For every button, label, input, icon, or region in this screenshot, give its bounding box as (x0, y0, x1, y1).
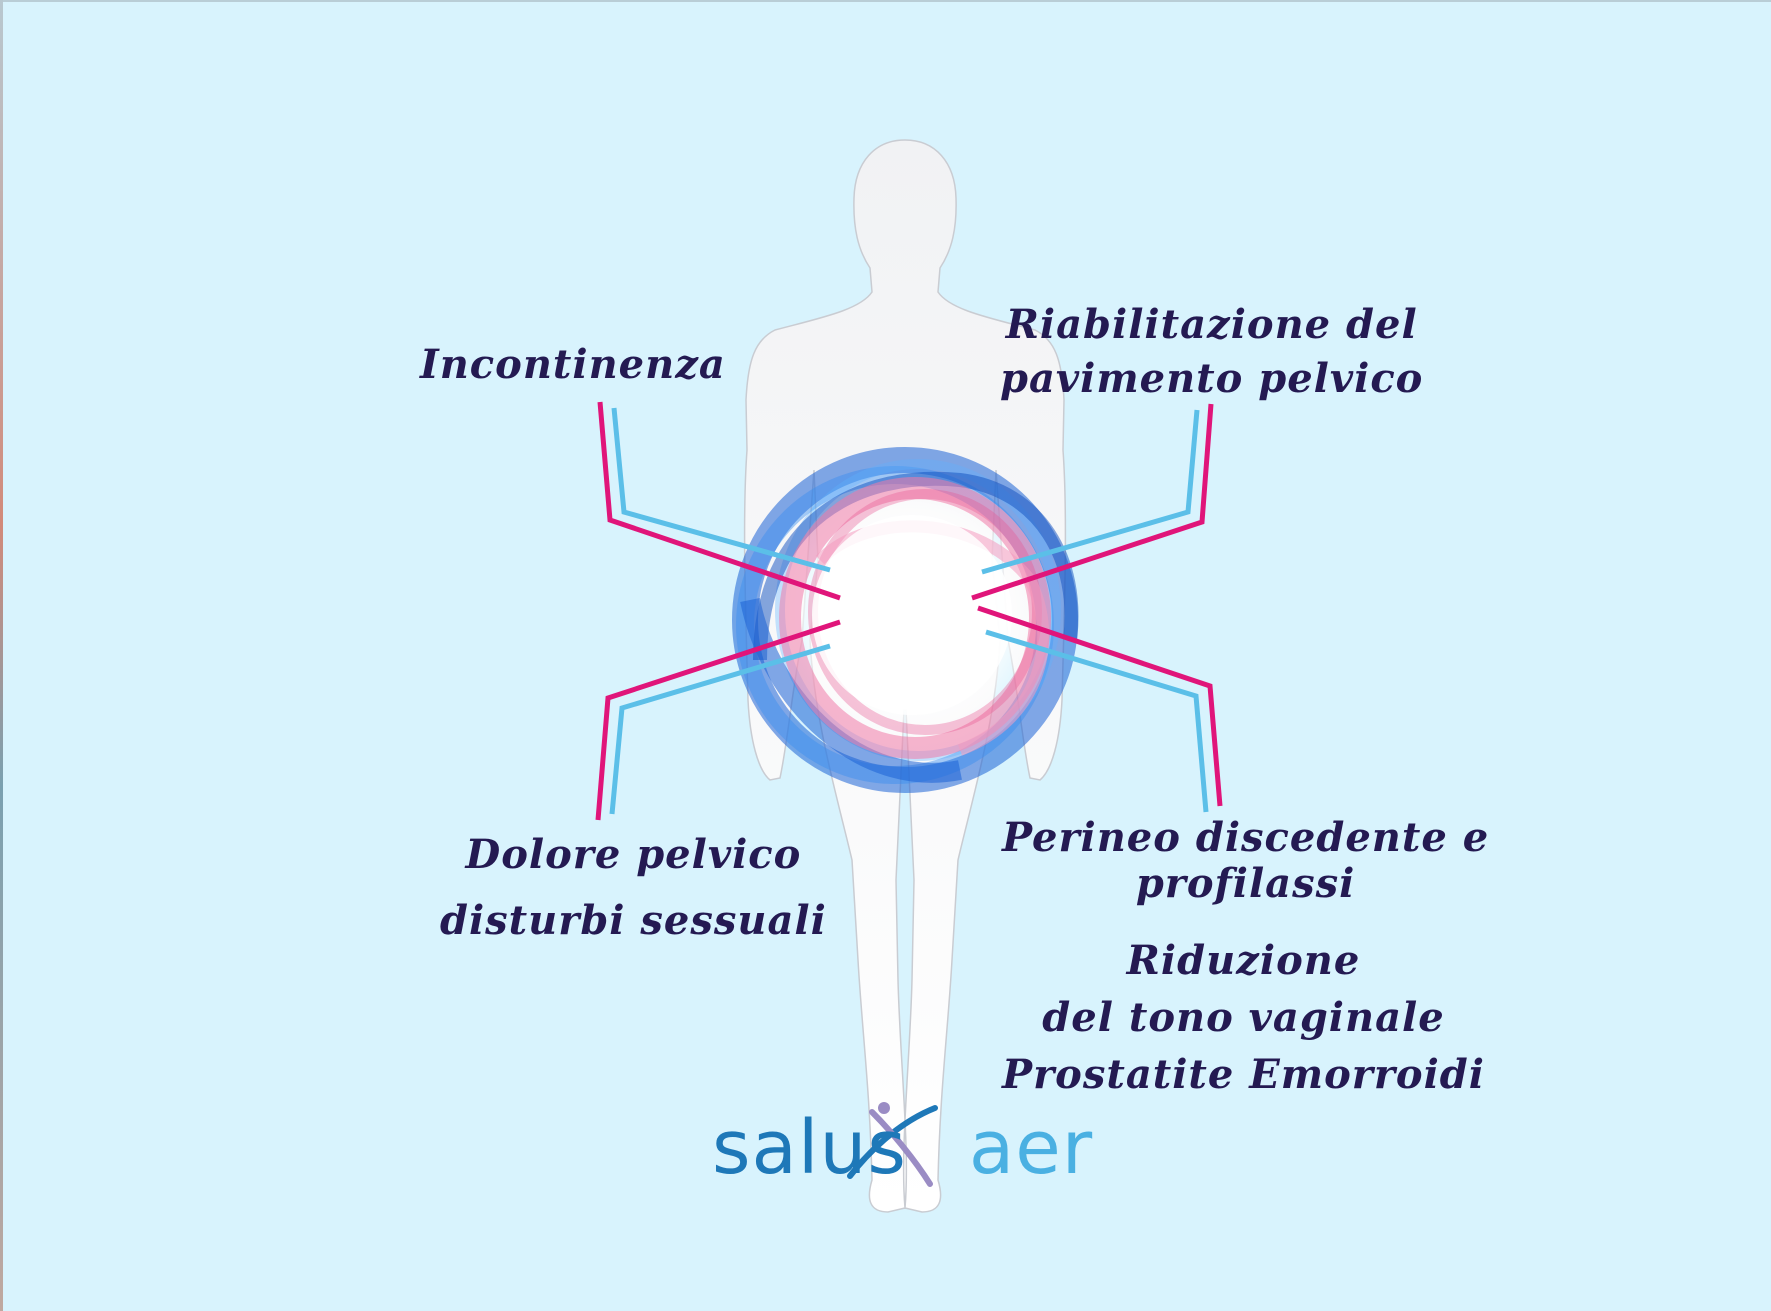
label-riduzione-line-1: Riduzione (1126, 937, 1361, 984)
label-dolore-line-2: disturbi sessuali (440, 897, 827, 944)
connector-perineo (977, 605, 1223, 813)
label-riduzione-line-2: del tono vaginale (1042, 994, 1445, 1041)
label-riduzione-line-3: Prostatite Emorroidi (1002, 1051, 1485, 1098)
connector-dolore (595, 619, 841, 821)
label-riabilitazione: Riabilitazione del pavimento pelvico (1000, 298, 1423, 406)
label-perineo-line-1: Perineo discedente e (1002, 814, 1490, 861)
label-dolore-line-1: Dolore pelvico (465, 831, 802, 878)
left-border (0, 0, 3, 1311)
label-incontinenza: Incontinenza (420, 341, 726, 388)
pelvic-swirl-ring (732, 447, 1079, 793)
label-riabilitazione-line-1: Riabilitazione del (1005, 301, 1418, 348)
logo-text-aer: aer (968, 1105, 1094, 1191)
label-dolore: Dolore pelvico disturbi sessuali (440, 822, 827, 954)
label-perineo-line-2: profilassi (1135, 860, 1356, 907)
label-perineo: Perineo discedente e profilassi (1002, 815, 1489, 907)
logo-text-salus: salus (712, 1105, 907, 1191)
logo-figure-icon (847, 1102, 938, 1187)
salusaer-logo: salus aer (712, 1105, 1093, 1191)
top-border (0, 0, 1771, 2)
connector-riabilitazione (971, 403, 1214, 601)
label-riabilitazione-line-2: pavimento pelvico (1000, 355, 1424, 402)
label-riduzione: Riduzione del tono vaginale Prostatite E… (1002, 932, 1485, 1103)
connector-incontinenza (597, 401, 841, 601)
